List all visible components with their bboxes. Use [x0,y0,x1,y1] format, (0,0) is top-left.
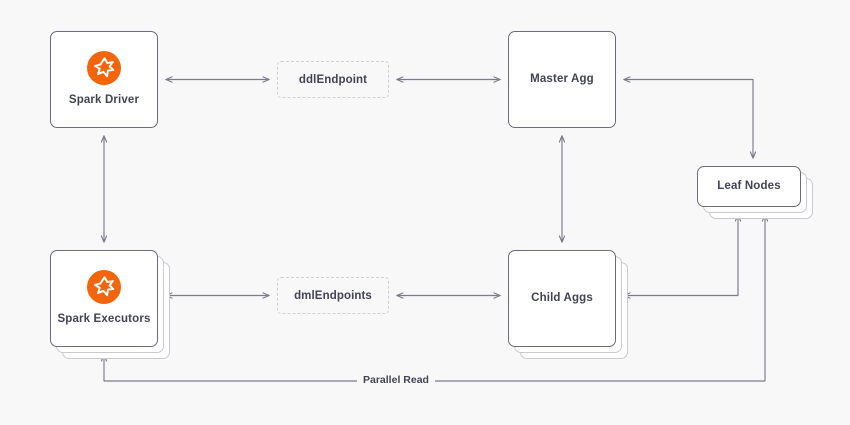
node-label-master-agg: Master Agg [530,72,594,85]
node-label-spark-executors: Spark Executors [57,313,151,326]
node-label-spark-driver: Spark Driver [68,94,140,107]
node-master-agg[interactable]: Master Agg [508,31,616,128]
endpoint-label-ddl: ddlEndpoint [298,73,368,86]
connector-child-to-leaf [623,214,742,299]
endpoint-dml[interactable]: dmlEndpoints [277,277,389,314]
node-label-leaf-nodes: Leaf Nodes [717,179,781,192]
node-label-child-aggs: Child Aggs [531,291,593,304]
spark-logo-icon [87,51,121,86]
edge-label-parallel-read: Parallel Read [357,374,435,387]
node-child-aggs[interactable]: Child Aggs [508,250,616,347]
spark-logo-icon [87,270,121,305]
endpoint-ddl[interactable]: ddlEndpoint [277,61,389,98]
node-spark-driver[interactable]: Spark Driver [50,31,158,128]
connector-parallel-read [100,214,769,382]
endpoint-label-dml: dmlEndpoints [294,289,372,302]
node-leaf-nodes[interactable]: Leaf Nodes [697,166,801,207]
node-spark-executors[interactable]: Spark Executors [50,250,158,347]
connector-master-to-leaf [623,76,757,159]
